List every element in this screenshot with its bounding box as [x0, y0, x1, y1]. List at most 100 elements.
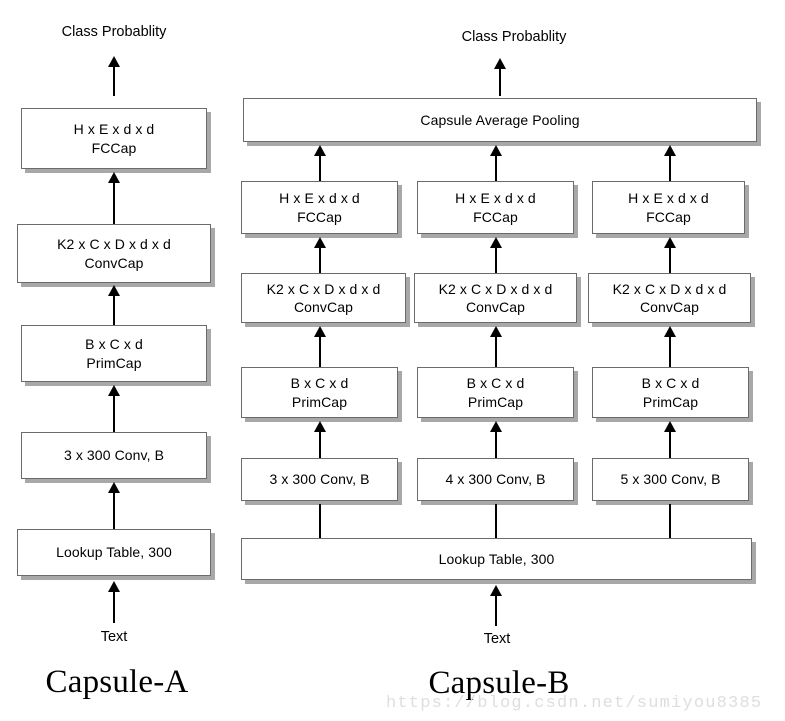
capsule-b-branch-3-layer-primcap[interactable]: B x C x d PrimCap	[592, 367, 749, 418]
layer-line-1: K2 x C x D x d x d	[612, 280, 727, 297]
arrow-shaft	[319, 154, 321, 181]
arrow-shaft	[319, 335, 321, 368]
layer-line-1: H x E x d x d	[455, 190, 536, 207]
arrow-head-icon	[664, 145, 676, 156]
capsule-b-branch-3-connector-embedding	[669, 504, 671, 540]
capsule-a-layer-primcap[interactable]: B x C x d PrimCap	[21, 325, 207, 382]
layer-line-1: K2 x C x D x d x d	[438, 280, 553, 297]
arrow-head-icon	[490, 326, 502, 337]
arrow-shaft	[113, 294, 115, 330]
layer-line-2: PrimCap	[467, 393, 524, 410]
arrow-head-icon	[108, 172, 120, 183]
layer-line-1: H x E x d x d	[73, 121, 155, 138]
layer-line-1: 4 x 300 Conv, B	[445, 471, 546, 488]
arrow-shaft	[495, 430, 497, 458]
arrow-head-icon	[664, 421, 676, 432]
arrow-shaft	[319, 430, 321, 458]
layer-line-1: K2 x C x D x d x d	[266, 280, 381, 297]
layer-line-1: B x C x d	[290, 375, 349, 392]
capsule-b-title: Capsule-B	[428, 665, 570, 701]
arrow-head-icon	[490, 585, 502, 596]
capsule-b-branch-3-layer-conv[interactable]: 5 x 300 Conv, B	[592, 458, 749, 501]
arrow-shaft	[669, 246, 671, 273]
capsule-b-branch-1-connector-embedding	[319, 504, 321, 540]
arrow-head-icon	[664, 237, 676, 248]
capsule-a-title: Capsule-A	[45, 664, 189, 700]
layer-line-1: Lookup Table, 300	[438, 550, 555, 567]
capsule-a-input-label: Text	[100, 629, 128, 645]
layer-line-2: PrimCap	[291, 393, 348, 410]
arrow-shaft	[499, 67, 501, 96]
arrow-head-icon	[664, 326, 676, 337]
capsule-a-output-label: Class Probablity	[61, 24, 167, 40]
arrow-head-icon	[108, 482, 120, 493]
capsule-b-branch-2-layer-fccap[interactable]: H x E x d x d FCCap	[417, 181, 574, 234]
capsule-b-branch-2-layer-conv[interactable]: 4 x 300 Conv, B	[417, 458, 574, 501]
arrow-shaft	[113, 394, 115, 437]
capsule-a-layer-conv[interactable]: 3 x 300 Conv, B	[21, 432, 207, 479]
layer-line-2: FCCap	[297, 208, 342, 225]
arrow-head-icon	[314, 326, 326, 337]
arrow-head-icon	[108, 285, 120, 296]
capsule-b-branch-2-layer-primcap[interactable]: B x C x d PrimCap	[417, 367, 574, 418]
capsule-a-layer-convcap[interactable]: K2 x C x D x d x d ConvCap	[17, 224, 211, 283]
layer-line-2: ConvCap	[639, 299, 700, 315]
capsule-b-branch-3-layer-convcap[interactable]: K2 x C x D x d x d ConvCap	[588, 273, 751, 323]
arrow-shaft	[495, 246, 497, 273]
capsule-b-branch-3-layer-fccap[interactable]: H x E x d x d FCCap	[592, 181, 745, 234]
layer-line-2: FCCap	[473, 208, 518, 225]
arrow-shaft	[669, 430, 671, 458]
layer-line-2: ConvCap	[84, 254, 144, 271]
capsule-b-input-label: Text	[483, 631, 511, 647]
layer-line-1: 3 x 300 Conv, B	[269, 471, 370, 488]
arrow-head-icon	[314, 237, 326, 248]
layer-line-1: K2 x C x D x d x d	[57, 236, 171, 253]
arrow-shaft	[113, 65, 115, 96]
arrow-head-icon	[314, 421, 326, 432]
arrow-head-icon	[490, 237, 502, 248]
capsule-a-layer-fccap[interactable]: H x E x d x d FCCap	[21, 108, 207, 169]
layer-line-1: Lookup Table, 300	[56, 544, 172, 561]
arrow-shaft	[495, 594, 497, 626]
layer-line-2: FCCap	[91, 139, 137, 156]
layer-line-1: B x C x d	[85, 336, 143, 353]
layer-line-2: PrimCap	[86, 354, 142, 371]
arrow-head-icon	[494, 58, 506, 69]
arrow-shaft	[669, 335, 671, 368]
watermark-text: https://blog.csdn.net/sumiyou8385	[386, 694, 763, 713]
capsule-b-branch-1-layer-fccap[interactable]: H x E x d x d FCCap	[241, 181, 398, 234]
capsule-b-branch-1-layer-primcap[interactable]: B x C x d PrimCap	[241, 367, 398, 418]
arrow-shaft	[669, 154, 671, 181]
layer-line-1: Capsule Average Pooling	[420, 111, 580, 128]
arrow-head-icon	[490, 145, 502, 156]
arrow-head-icon	[108, 56, 120, 67]
layer-line-1: H x E x d x d	[279, 190, 360, 207]
layer-line-1: B x C x d	[641, 375, 700, 392]
capsule-b-layer-lookup-table[interactable]: Lookup Table, 300	[241, 538, 752, 580]
capsule-b-branch-2-layer-convcap[interactable]: K2 x C x D x d x d ConvCap	[414, 273, 577, 323]
arrow-head-icon	[108, 581, 120, 592]
arrow-shaft	[113, 181, 115, 224]
arrow-shaft	[113, 491, 115, 531]
layer-line-2: FCCap	[646, 208, 691, 225]
arrow-head-icon	[314, 145, 326, 156]
capsule-a-layer-lookup-table[interactable]: Lookup Table, 300	[17, 529, 211, 576]
layer-line-1: H x E x d x d	[628, 190, 709, 207]
capsule-b-branch-1-layer-convcap[interactable]: K2 x C x D x d x d ConvCap	[241, 273, 406, 323]
layer-line-2: ConvCap	[465, 299, 526, 315]
arrow-shaft	[495, 335, 497, 368]
capsule-b-branch-1-layer-conv[interactable]: 3 x 300 Conv, B	[241, 458, 398, 501]
capsule-b-branch-2-connector-embedding	[495, 504, 497, 540]
arrow-head-icon	[108, 385, 120, 396]
layer-line-1: B x C x d	[466, 375, 525, 392]
arrow-shaft	[113, 590, 115, 623]
layer-line-1: 3 x 300 Conv, B	[63, 447, 165, 464]
layer-line-2: PrimCap	[642, 393, 699, 410]
arrow-shaft	[495, 154, 497, 181]
capsule-b-output-label: Class Probablity	[461, 29, 567, 45]
layer-line-2: ConvCap	[293, 299, 354, 315]
layer-line-1: 5 x 300 Conv, B	[620, 471, 721, 488]
arrow-shaft	[319, 246, 321, 273]
capsule-b-layer-pooling[interactable]: Capsule Average Pooling	[243, 98, 757, 142]
